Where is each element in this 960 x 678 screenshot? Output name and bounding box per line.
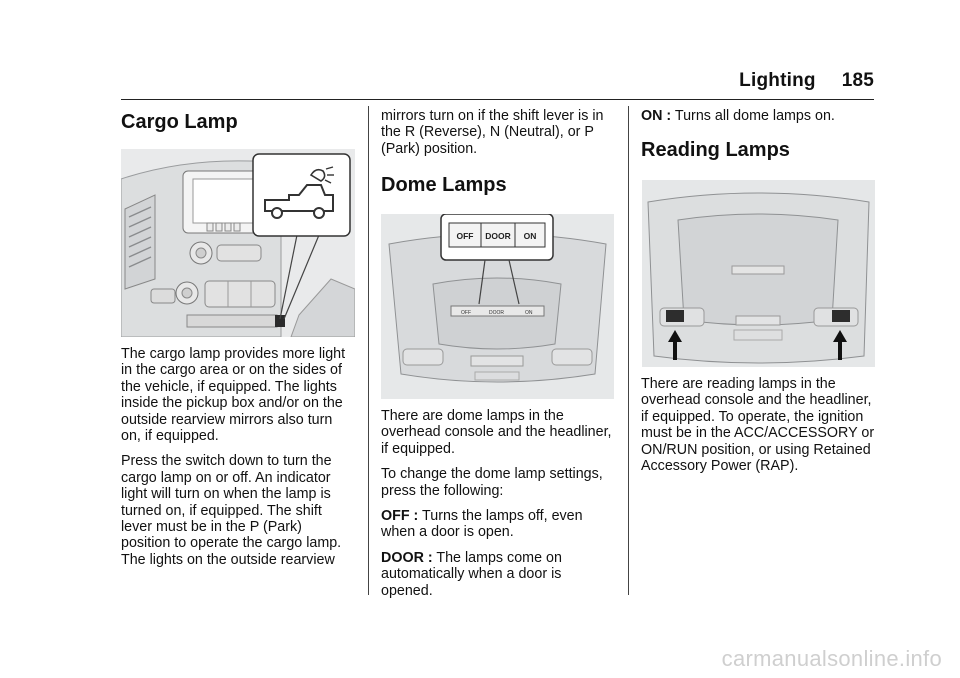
- small-off-label: OFF: [461, 310, 471, 316]
- on-text: Turns all dome lamps on.: [671, 108, 835, 124]
- column-1: Cargo Lamp: [121, 108, 355, 134]
- section-title: Lighting: [739, 70, 816, 91]
- cargo-lamp-body: The cargo lamp provides more light in th…: [121, 346, 355, 577]
- column-3: ON : Turns all dome lamps on. Reading La…: [641, 108, 877, 162]
- reading-lamps-body: There are reading lamps in the overhead …: [641, 376, 877, 483]
- continuation-paragraph: mirrors turn on if the shift lever is in…: [381, 108, 604, 157]
- off-label: OFF :: [381, 508, 419, 525]
- body-paragraph: Press the switch down to turn the cargo …: [121, 453, 342, 568]
- reading-lamps-heading: Reading Lamps: [641, 139, 790, 162]
- body-paragraph: To change the dome lamp settings, press …: [381, 466, 603, 499]
- switch-on-label: ON: [524, 231, 537, 241]
- off-description: OFF : Turns the lamps off, even when a d…: [381, 508, 617, 541]
- on-description: ON : Turns all dome lamps on.: [641, 108, 877, 124]
- dome-lamps-body: There are dome lamps in the overhead con…: [381, 408, 617, 608]
- switch-door-label: DOOR: [485, 231, 511, 241]
- column-divider: [628, 106, 629, 595]
- body-paragraph: There are reading lamps in the overhead …: [641, 376, 875, 475]
- reading-lamp-illustration: [642, 180, 875, 367]
- small-door-label: DOOR: [489, 310, 504, 316]
- column-2: mirrors turn on if the shift lever is in…: [381, 108, 617, 197]
- on-label: ON :: [641, 108, 672, 124]
- header-rule: [121, 99, 874, 100]
- body-paragraph: There are dome lamps in the overhead con…: [381, 408, 612, 457]
- column-divider: [368, 106, 369, 595]
- page-header: Lighting 185: [739, 70, 874, 92]
- reading-console-drawing: [642, 180, 875, 367]
- cargo-lamp-illustration: [121, 149, 355, 337]
- page-number: 185: [841, 70, 874, 91]
- off-text: Turns the lamps off, even when a door is…: [381, 508, 583, 541]
- dome-lamps-heading: Dome Lamps: [381, 174, 507, 197]
- door-text: The lamps come on automatically when a d…: [381, 549, 562, 599]
- door-description: DOOR : The lamps come on automatically w…: [381, 550, 617, 599]
- switch-off-label: OFF: [457, 231, 474, 241]
- door-label: DOOR :: [381, 549, 433, 566]
- body-paragraph: The cargo lamp provides more light in th…: [121, 346, 346, 445]
- cargo-lamp-heading: Cargo Lamp: [121, 111, 238, 133]
- overhead-console-drawing: OFF DOOR ON OFF DOOR ON: [381, 214, 614, 399]
- watermark: carmanualsonline.info: [721, 646, 942, 671]
- dome-lamp-illustration: OFF DOOR ON OFF DOOR ON: [381, 214, 614, 399]
- dashboard-drawing: [121, 149, 355, 337]
- small-on-label: ON: [525, 310, 533, 316]
